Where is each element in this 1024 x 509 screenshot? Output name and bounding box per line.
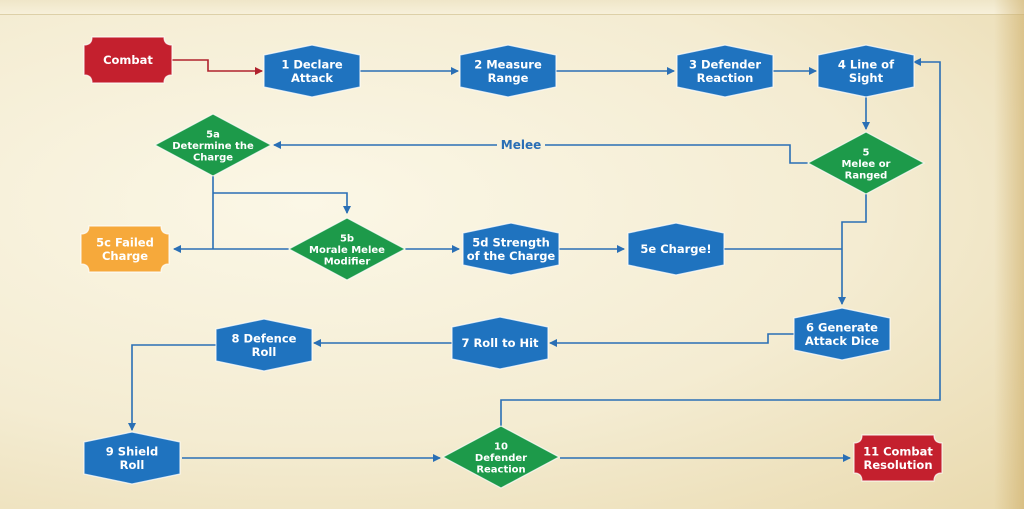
node-label-line: 5a (206, 130, 220, 141)
node-label-line: Melee or (841, 159, 890, 170)
node-shape-hex (83, 431, 181, 485)
node-label-line: Ranged (845, 171, 888, 182)
node-label-line: 9 Shield (106, 444, 158, 458)
edge-combat-to-1 (172, 59, 263, 75)
page-top-border (0, 0, 1024, 15)
connectors: Melee (128, 58, 941, 462)
node-label-line: 1 Declare (281, 57, 343, 71)
edge-5-to-5a (274, 145, 808, 164)
page-edge-shadow (994, 0, 1024, 509)
node-label-line: Charge (193, 153, 233, 164)
node-label-line: 3 Defender (689, 57, 761, 71)
node-label-line: Modifier (324, 257, 371, 268)
edge-6-to-7 (549, 333, 796, 347)
node-shape-dia (153, 113, 273, 177)
node-label-line: 5d Strength (472, 235, 550, 249)
node-label-line: Reaction (697, 71, 754, 85)
node-label-line: Attack (291, 71, 333, 85)
node-shape-hex (215, 318, 313, 372)
edge-10-to-4 (500, 58, 941, 426)
node-label-line: 8 Defence (232, 331, 297, 345)
node-label-line: Combat (103, 53, 153, 67)
node-shape-hex (459, 44, 557, 98)
node-n5e: 5e Charge! (627, 222, 725, 276)
edge-5a-to-5b (213, 192, 351, 214)
node-shape-hex (451, 316, 549, 370)
node-label-line: Roll (252, 345, 277, 359)
node-combat: Combat (83, 36, 173, 84)
node-label-line: Reaction (476, 465, 525, 476)
node-label-line: 4 Line of (838, 57, 895, 71)
node-label-line: 5e Charge! (640, 242, 711, 256)
node-label-line: 10 (494, 442, 508, 453)
node-label-line: 5 (863, 148, 870, 159)
node-label-line: Range (488, 71, 529, 85)
node-label-line: Charge (102, 249, 148, 263)
node-shape-hex (627, 222, 725, 276)
node-label: Combat (103, 53, 153, 67)
node-shape-badge (83, 36, 173, 84)
edge-label-melee: Melee (501, 138, 541, 152)
node-shape-dia (287, 217, 407, 281)
node-shape-hex (676, 44, 774, 98)
node-label-line: Roll (120, 458, 145, 472)
node-label-line: Sight (849, 71, 884, 85)
node-label-line: Attack Dice (805, 334, 879, 348)
node-shape-hex (817, 44, 915, 98)
node-n7: 7 Roll to Hit (451, 316, 549, 370)
node-label-line: 5c Failed (96, 235, 154, 249)
node-label-line: 7 Roll to Hit (461, 336, 539, 350)
node-shape-hex (462, 222, 560, 276)
node-label-line: 5b (340, 234, 354, 245)
node-label: 7 Roll to Hit (461, 336, 539, 350)
node-shape-dia (441, 425, 561, 489)
edge-5-to-6 (838, 194, 867, 305)
node-label-line: 6 Generate (806, 320, 878, 334)
node-shape-hex (263, 44, 361, 98)
node-shape-hex (793, 307, 891, 361)
node-shape-dia (806, 131, 926, 195)
node-shape-badge (853, 434, 943, 482)
node-label-line: 11 Combat (863, 444, 933, 458)
node-label: 5e Charge! (640, 242, 711, 256)
node-label-line: 2 Measure (474, 57, 542, 71)
node-label-line: Resolution (863, 458, 932, 472)
node-label-line: of the Charge (467, 249, 556, 263)
edge-8-to-9 (128, 344, 216, 431)
node-label-line: Determine the (172, 141, 254, 152)
node-label-line: Defender (475, 453, 527, 464)
node-label-line: Morale Melee (309, 245, 385, 256)
node-shape-badge (80, 225, 170, 273)
